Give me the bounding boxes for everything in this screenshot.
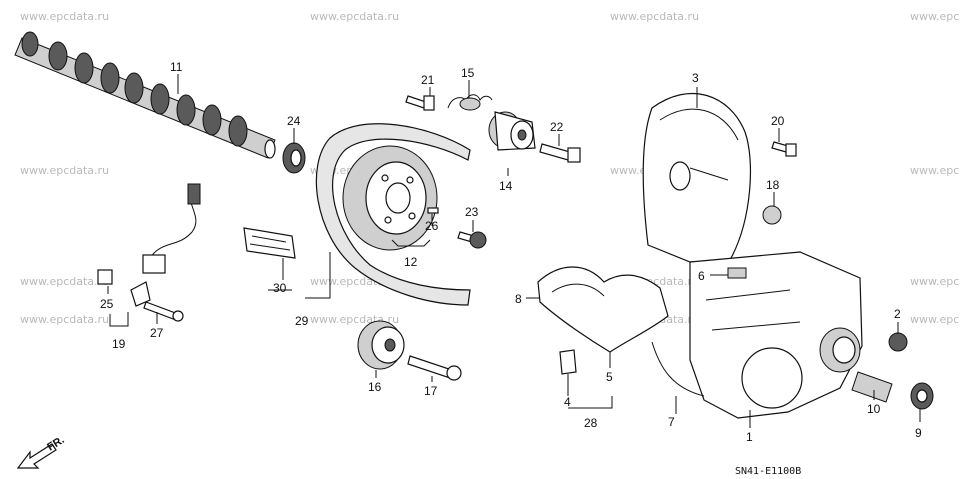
middle-timing-cover[interactable] — [537, 266, 669, 353]
callout-27[interactable]: 27 — [150, 326, 164, 340]
camshaft-pulley[interactable] — [342, 145, 438, 251]
front-direction-indicator: FR. — [16, 434, 67, 469]
bolt-22[interactable] — [539, 143, 581, 163]
tensioner-spring[interactable] — [447, 94, 493, 111]
idler-pulley[interactable] — [357, 320, 405, 370]
callout-30[interactable]: 30 — [273, 281, 287, 295]
collar-10[interactable] — [851, 371, 893, 403]
callout-17[interactable]: 17 — [424, 384, 438, 398]
watermark: www.epcdata.ru — [610, 10, 699, 23]
bolt-23[interactable] — [457, 231, 487, 249]
front-arrow-icon — [16, 443, 57, 469]
lower-timing-cover[interactable] — [689, 251, 863, 419]
callout-8[interactable]: 8 — [515, 292, 522, 306]
sensor-collar[interactable] — [97, 269, 113, 285]
bolt-21[interactable] — [405, 95, 435, 111]
timing-belt-adjuster[interactable] — [488, 111, 536, 151]
callout-7[interactable]: 7 — [668, 415, 675, 429]
callout-10[interactable]: 10 — [867, 402, 881, 416]
oil-seal[interactable] — [282, 142, 306, 174]
callout-3[interactable]: 3 — [692, 71, 699, 85]
watermark: www.epc — [910, 10, 959, 23]
callout-28[interactable]: 28 — [584, 416, 598, 430]
callout-22[interactable]: 22 — [550, 120, 564, 134]
callout-24[interactable]: 24 — [287, 114, 301, 128]
callout-labels: 11 24 21 15 14 22 23 26 12 30 29 25 27 1… — [100, 60, 922, 444]
bolt-20[interactable] — [771, 141, 797, 157]
callout-14[interactable]: 14 — [499, 179, 513, 193]
watermark: www.epcdata.ru — [310, 10, 399, 23]
belt-guide-plate[interactable] — [243, 227, 296, 259]
callout-18[interactable]: 18 — [766, 178, 780, 192]
clip-4[interactable] — [559, 349, 577, 375]
watermark: www.epc — [910, 275, 959, 288]
camshaft[interactable] — [14, 31, 276, 159]
callout-16[interactable]: 16 — [368, 380, 382, 394]
callout-2[interactable]: 2 — [894, 307, 901, 321]
woodruff-key[interactable] — [427, 207, 439, 214]
cap-2[interactable] — [888, 332, 908, 352]
callout-15[interactable]: 15 — [461, 66, 475, 80]
callout-26[interactable]: 26 — [425, 219, 439, 233]
oil-seal-9[interactable] — [910, 382, 934, 410]
callout-4[interactable]: 4 — [564, 395, 571, 409]
bolt-17[interactable] — [407, 355, 462, 381]
callout-25[interactable]: 25 — [100, 297, 114, 311]
cover-gasket[interactable] — [651, 341, 705, 397]
watermark: www.epcdata.ru — [20, 10, 109, 23]
callout-19[interactable]: 19 — [112, 337, 126, 351]
callout-29[interactable]: 29 — [295, 314, 309, 328]
callout-11[interactable]: 11 — [170, 60, 183, 74]
timing-belt[interactable] — [315, 123, 471, 306]
watermark: www.epc — [910, 164, 959, 177]
callout-20[interactable]: 20 — [771, 114, 785, 128]
tdc-sensor-assembly[interactable] — [97, 183, 201, 307]
rubber-seal-6[interactable] — [727, 267, 747, 279]
callout-23[interactable]: 23 — [465, 205, 479, 219]
callout-12[interactable]: 12 — [404, 255, 418, 269]
bolt-27[interactable] — [143, 301, 184, 322]
callout-21[interactable]: 21 — [421, 73, 435, 87]
callout-9[interactable]: 9 — [915, 426, 922, 440]
upper-timing-cover[interactable] — [642, 92, 752, 263]
callout-6[interactable]: 6 — [698, 269, 705, 283]
leader-lines — [107, 74, 921, 428]
watermark: www.epcdata.ru — [20, 275, 109, 288]
watermark: www.epcdata.ru — [20, 164, 109, 177]
diagram-code: SN41-E1100B — [735, 466, 801, 477]
watermark: www.epc — [910, 313, 959, 326]
watermark: www.epcdata.ru — [20, 313, 109, 326]
grommet[interactable] — [762, 205, 782, 225]
callout-5[interactable]: 5 — [606, 370, 613, 384]
callout-1[interactable]: 1 — [746, 430, 753, 444]
